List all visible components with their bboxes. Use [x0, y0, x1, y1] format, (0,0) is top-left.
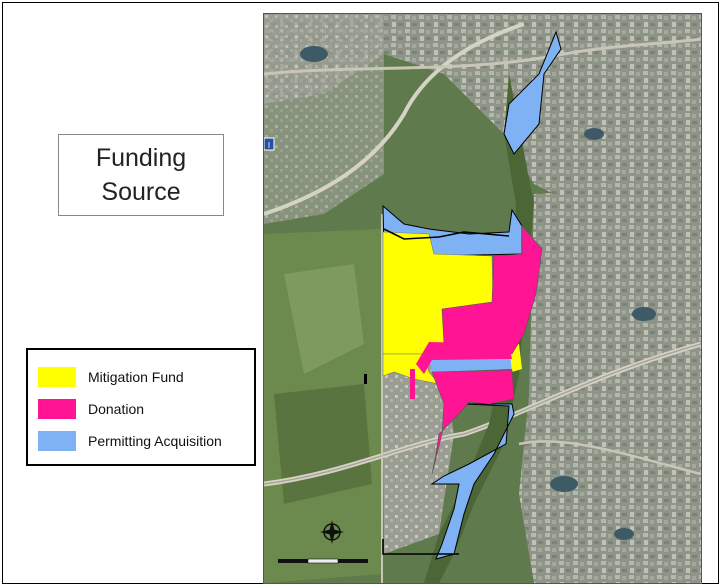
legend-swatch-donation — [38, 399, 76, 419]
legend-label: Mitigation Fund — [88, 369, 184, 385]
urban-area-northwest — [264, 14, 384, 224]
lake — [614, 528, 634, 540]
urban-area-north — [264, 14, 701, 214]
parcel-permitting-acquisition-strip[interactable] — [429, 356, 514, 372]
field-patch — [284, 264, 364, 374]
lake — [550, 476, 578, 492]
parcel-boundary — [383, 228, 510, 240]
title-line-1: Funding — [95, 144, 187, 172]
interstate-shield-label: I — [268, 141, 270, 150]
parcel-permitting-acquisition-north[interactable] — [503, 30, 562, 155]
urban-area-east — [519, 184, 701, 583]
parcel-donation-band[interactable] — [416, 342, 512, 374]
lake — [584, 128, 604, 140]
parcel-boundary — [382, 539, 459, 555]
scale-bar — [278, 558, 368, 564]
legend-label: Donation — [88, 401, 145, 417]
legend-label: Permitting Acquisition — [88, 433, 222, 449]
boundary-marker — [364, 374, 367, 384]
lake — [632, 307, 656, 321]
highway — [264, 22, 525, 216]
road — [518, 440, 701, 476]
parcel-donation-sliver[interactable] — [410, 369, 415, 399]
highway-centerline — [264, 343, 701, 485]
interstate-shield-icon — [264, 137, 275, 151]
legend-swatch-permitting-acquisition — [38, 431, 76, 451]
aerial-map[interactable]: I — [263, 13, 702, 584]
legend-item-donation: Donation — [38, 398, 144, 420]
legend: Mitigation Fund Donation Permitting Acqu… — [26, 348, 256, 466]
north-arrow-icon — [320, 520, 344, 544]
parcel-donation-lower[interactable] — [431, 369, 515, 475]
legend-item-permitting-acquisition: Permitting Acquisition — [38, 430, 222, 452]
title-line-2: Source — [101, 178, 181, 206]
lake — [300, 46, 328, 62]
title-box: Funding Source — [58, 134, 224, 216]
parcel-permitting-acquisition-south[interactable] — [430, 403, 515, 560]
road — [264, 37, 701, 76]
urban-area-southwest — [382, 344, 454, 554]
legend-swatch-mitigation-fund — [38, 367, 76, 387]
field-patch — [274, 384, 372, 504]
legend-item-mitigation-fund: Mitigation Fund — [38, 366, 184, 388]
